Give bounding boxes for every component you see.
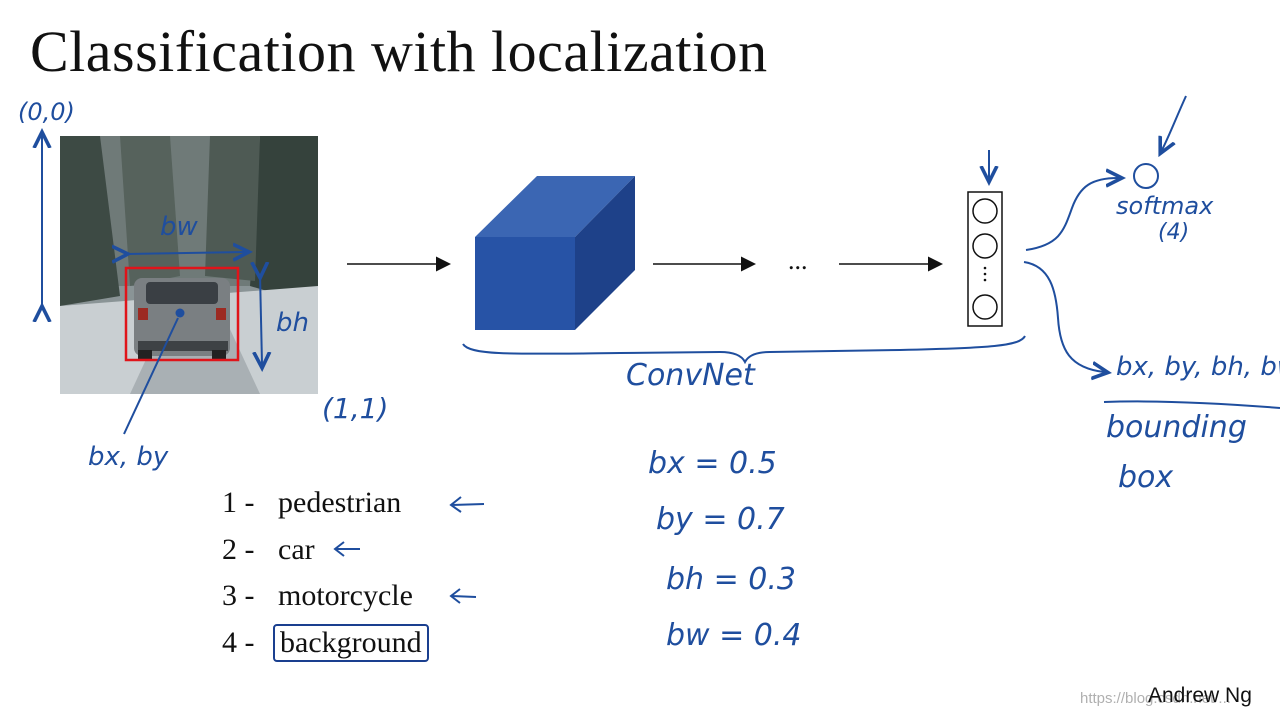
convnet-cube-side	[575, 176, 635, 330]
class-item-background: 4 - background	[222, 620, 429, 667]
softmax-label: softmax	[1116, 192, 1214, 220]
class-number: 3 -	[222, 579, 255, 612]
softmax-node	[1133, 163, 1159, 189]
author-name: Andrew Ng	[1148, 684, 1252, 707]
class-number: 1 -	[222, 486, 255, 519]
class-number: 2 -	[222, 532, 255, 566]
class-name: car	[278, 532, 315, 566]
bx-by-label: bx, by	[88, 442, 169, 472]
car-photo	[60, 136, 318, 394]
bh-arrow	[260, 274, 262, 364]
bbox-branch-curve	[1023, 261, 1104, 372]
bh-value: bh = 0.3	[666, 562, 796, 597]
softmax-branch-curve	[1025, 178, 1118, 251]
output-neuron-dot-2	[983, 272, 987, 276]
bw-arrow	[124, 252, 245, 254]
slide-title: Classification with localization	[30, 19, 768, 84]
class-name: pedestrian	[278, 486, 402, 519]
ellipsis: ...	[788, 246, 808, 275]
class-number: 4 -	[222, 625, 255, 659]
convnet-cube-front	[475, 237, 575, 330]
bounding-label: bounding	[1106, 410, 1247, 445]
class-item-pedestrian: 1 - pedestrian	[222, 480, 429, 527]
bbox-outputs-label: bx, by, bh, bw	[1116, 352, 1280, 382]
softmax-count: (4)	[1158, 220, 1190, 245]
box-label: box	[1118, 460, 1174, 495]
class-item-car: 2 - car	[222, 527, 429, 574]
watermark: https://blog.csdn.net/...	[1080, 690, 1231, 707]
convnet-brace	[462, 335, 1026, 365]
corner-label: (1,1)	[322, 392, 389, 425]
by-value: by = 0.7	[656, 502, 785, 537]
car-arrow	[333, 541, 360, 557]
bh-label: bh	[276, 308, 309, 338]
class-name: motorcycle	[278, 579, 413, 612]
softmax-pointer-arrow	[1162, 95, 1187, 150]
class-name-circled: background	[273, 623, 429, 662]
convnet-cube-top	[475, 176, 635, 237]
bw-value: bw = 0.4	[666, 618, 802, 653]
origin-label: (0,0)	[18, 98, 75, 126]
output-neuron-dot-1	[983, 266, 987, 270]
bbox-underline	[1103, 400, 1280, 409]
motorcycle-arrow	[449, 588, 477, 604]
class-item-motorcycle: 3 - motorcycle	[222, 573, 429, 620]
output-neuron-last	[972, 294, 998, 320]
pedestrian-arrow	[449, 496, 485, 513]
center-pointer-line	[123, 317, 179, 435]
output-neuron-2	[972, 233, 998, 259]
bx-value: bx = 0.5	[648, 446, 777, 481]
class-list: 1 - pedestrian 2 - car 3 - motorcycle 4 - ba…	[222, 480, 429, 666]
bw-label: bw	[160, 212, 198, 242]
output-neuron-1	[972, 198, 998, 224]
bbox-center-dot	[175, 308, 185, 318]
bbox-rectangle	[124, 266, 240, 362]
output-neuron-dot-3	[983, 278, 987, 282]
convnet-label: ConvNet	[626, 358, 755, 393]
